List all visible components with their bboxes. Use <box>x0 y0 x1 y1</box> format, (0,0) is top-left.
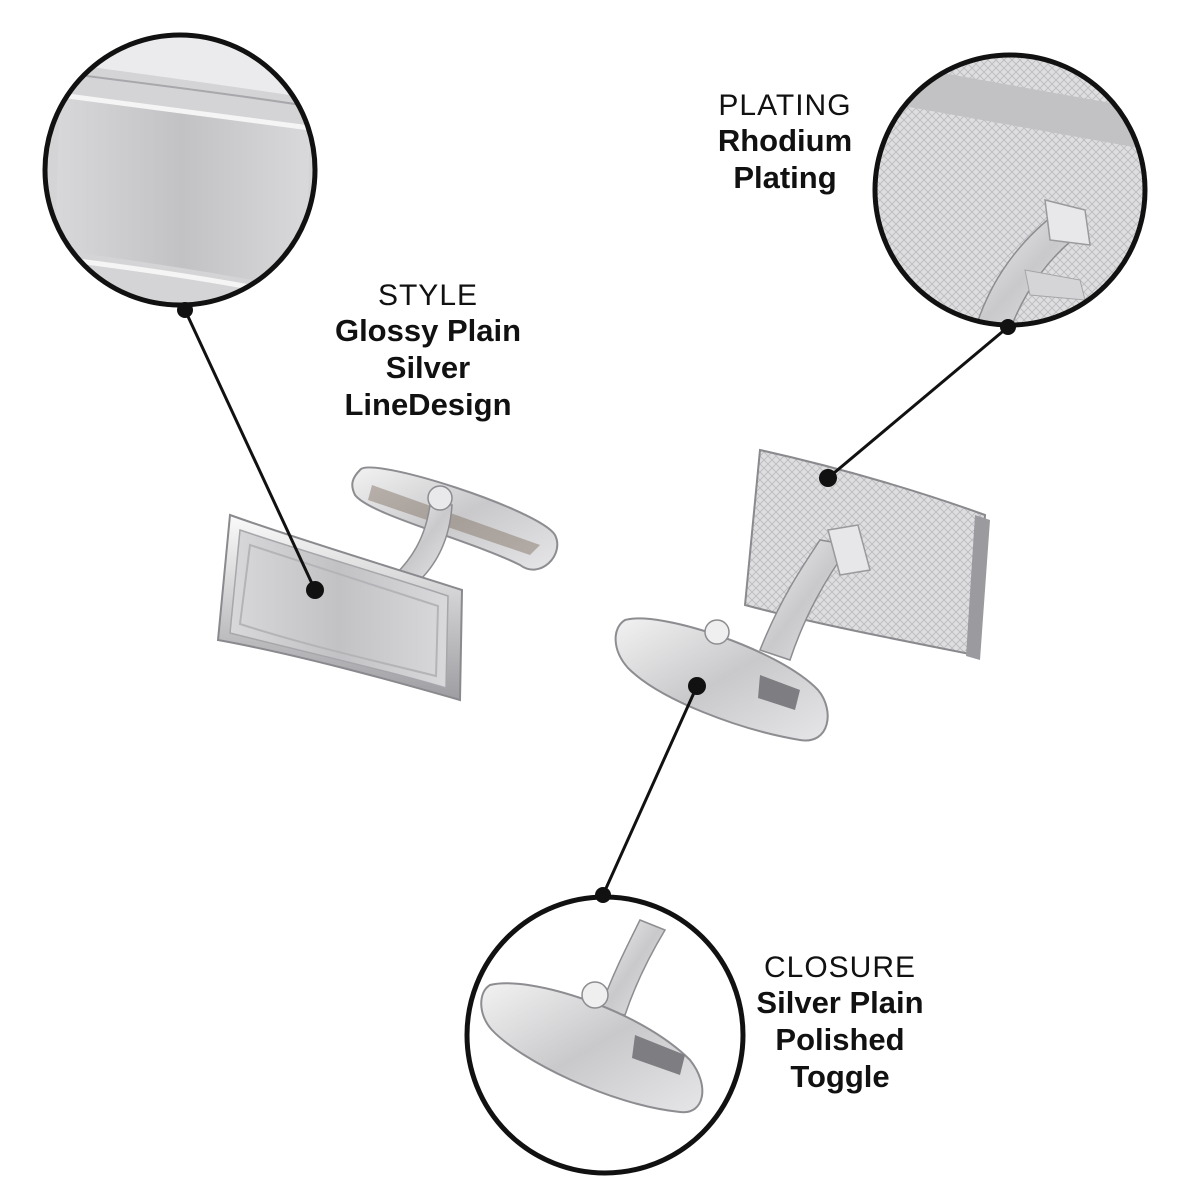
plating-callout: PLATING Rhodium Plating <box>690 88 880 197</box>
plating-value-line-2: Plating <box>733 159 837 195</box>
left-toggle-bar <box>351 466 559 571</box>
style-zoom-circle <box>42 32 318 308</box>
right-post <box>759 539 852 661</box>
right-cufflink <box>614 448 990 742</box>
style-value-line-3: LineDesign <box>344 386 512 422</box>
right-toggle-bar <box>614 617 829 742</box>
style-value-line-2: Silver <box>385 349 471 385</box>
left-cufflink <box>216 466 559 702</box>
closure-value-line-3: Toggle <box>790 1058 890 1094</box>
closure-value-line-2: Polished <box>775 1021 905 1057</box>
closure-callout: CLOSURE Silver Plain Polished Toggle <box>720 950 960 1095</box>
style-callout: STYLE Glossy Plain Silver LineDesign <box>300 278 556 423</box>
plating-connector <box>819 319 1016 487</box>
style-connector <box>177 302 324 599</box>
closure-heading: CLOSURE <box>763 951 917 984</box>
plating-heading: PLATING <box>718 89 852 122</box>
plating-zoom-circle <box>872 52 1148 328</box>
closure-connector <box>595 677 706 903</box>
closure-value-line-1: Silver Plain <box>756 985 924 1021</box>
plating-value-line-1: Rhodium <box>717 123 853 159</box>
closure-zoom-circle <box>464 894 746 1176</box>
style-heading: STYLE <box>377 279 479 312</box>
style-value-line-1: Glossy Plain <box>334 313 522 349</box>
